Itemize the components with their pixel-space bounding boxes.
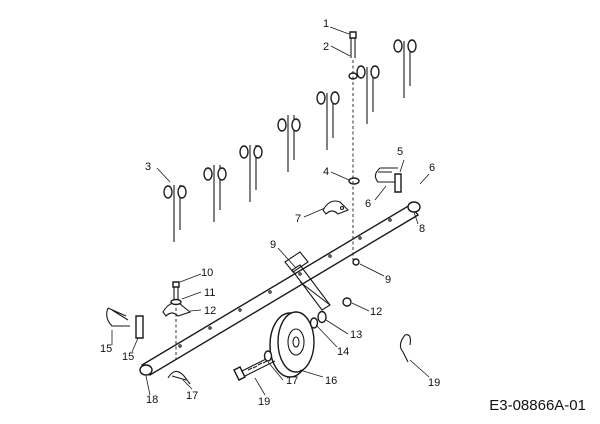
callout-11: 19 (258, 396, 270, 408)
callout-19a: 5 (397, 146, 403, 158)
wheel (269, 311, 315, 378)
hook (399, 334, 411, 363)
callout-labels: 1 2 3 4 5 6 6 7 8 9 9 10 11 12 12 13 14 … (100, 18, 440, 408)
callout-9b: 12 (204, 305, 216, 317)
wheel-bracket (284, 251, 331, 311)
callout-5: 11 (204, 287, 215, 299)
tine-bar (139, 201, 421, 376)
leader-lines (111, 26, 430, 396)
callout-10: 17 (186, 390, 198, 402)
u-bracket-left (106, 307, 144, 339)
callout-6a: 2 (323, 41, 329, 53)
axle-bolt (233, 355, 276, 381)
callout-4: 1 (323, 18, 329, 30)
callout-15b: 15 (100, 343, 112, 355)
callout-8: 10 (201, 267, 213, 279)
callout-6b: 4 (323, 166, 329, 178)
callout-1: 9 (270, 239, 276, 251)
clamp-upper (322, 200, 349, 215)
spring-tines (163, 39, 417, 242)
callout-12a: 14 (337, 346, 349, 358)
top-bolt (349, 31, 357, 260)
callout-12b: 17 (286, 375, 298, 387)
callout-17a: 8 (419, 223, 425, 235)
callout-16: 6 (429, 162, 435, 174)
clamp-lower (162, 281, 192, 360)
callout-13: 13 (350, 329, 362, 341)
callout-18: 19 (428, 377, 440, 389)
reference-code: E3-08866A-01 (489, 397, 586, 414)
u-bracket-right (374, 167, 402, 193)
callout-7: 9 (385, 274, 391, 286)
callout-14: 12 (370, 306, 382, 318)
callout-3: 16 (325, 375, 337, 387)
callout-9a: 7 (295, 213, 301, 225)
hitch-pin (167, 370, 191, 385)
callout-17b: 18 (146, 394, 158, 406)
callout-19b: 15 (122, 351, 134, 363)
callout-15a: 6 (365, 198, 371, 210)
callout-2: 3 (145, 161, 151, 173)
